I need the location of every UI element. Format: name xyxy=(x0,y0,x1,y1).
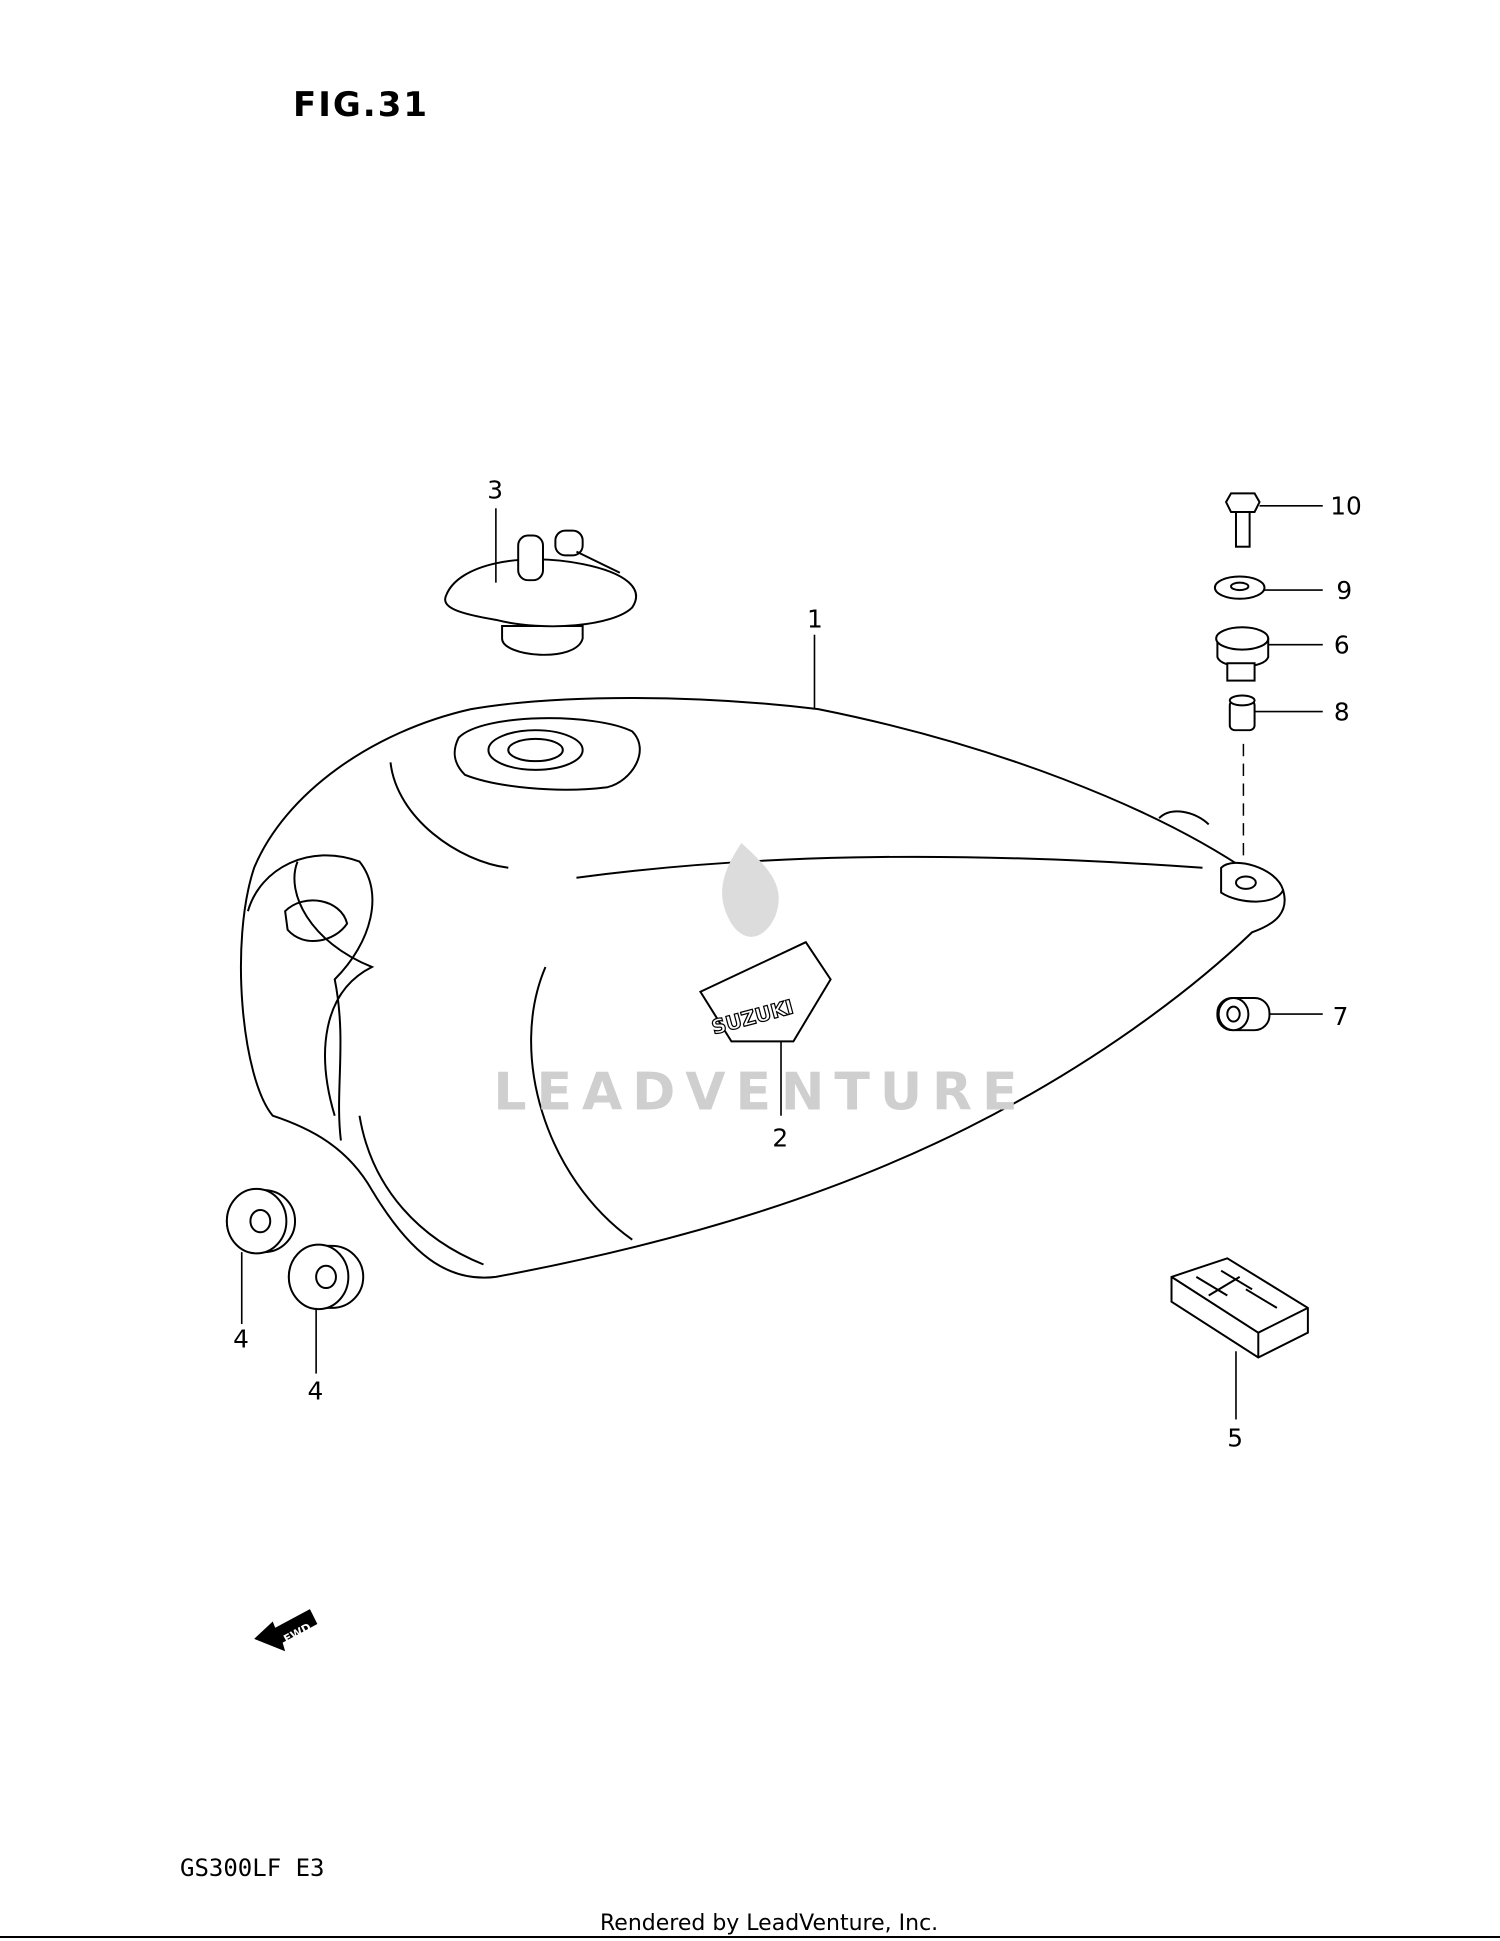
footer-credit: Rendered by LeadVenture, Inc. xyxy=(600,1911,938,1936)
callout-1: 1 xyxy=(807,604,823,633)
cushion-right xyxy=(287,1243,365,1311)
cushion-left xyxy=(225,1187,297,1255)
callout-8: 8 xyxy=(1334,697,1350,726)
figure-title: FIG.31 xyxy=(293,85,429,125)
callout-7: 7 xyxy=(1333,1002,1349,1031)
spacer xyxy=(1228,694,1256,732)
cushion-grommet xyxy=(1215,626,1270,682)
callout-5: 5 xyxy=(1227,1424,1243,1453)
cushion xyxy=(1216,996,1271,1032)
callout-4b: 4 xyxy=(307,1377,323,1406)
suzuki-emblem: SUZUKI xyxy=(698,940,832,1043)
watermark-flame-icon xyxy=(722,842,779,937)
watermark: LEADVENTURE xyxy=(493,1063,1027,1123)
callout-3: 3 xyxy=(487,475,503,504)
model-code: GS300LF E3 xyxy=(180,1854,325,1882)
forward-arrow-icon: FWD xyxy=(254,1609,318,1652)
callout-6: 6 xyxy=(1334,630,1350,659)
bolt xyxy=(1224,492,1261,548)
callout-4a: 4 xyxy=(233,1325,249,1354)
callout-2: 2 xyxy=(772,1124,788,1153)
leader-lines xyxy=(240,504,1323,1420)
rear-cushion-block xyxy=(1170,1257,1309,1359)
key-icon xyxy=(554,529,584,557)
washer xyxy=(1213,575,1266,600)
callout-9: 9 xyxy=(1336,576,1352,605)
fuel-cap xyxy=(444,529,637,656)
key-icon xyxy=(517,534,544,582)
callout-10: 10 xyxy=(1330,491,1362,520)
